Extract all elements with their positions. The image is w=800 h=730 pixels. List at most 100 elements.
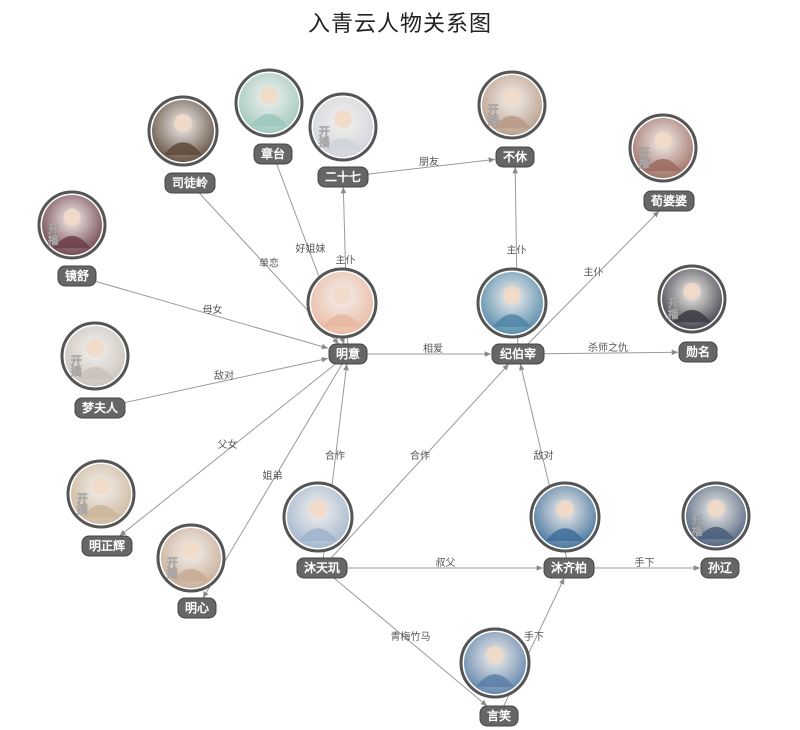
avatar-body bbox=[324, 137, 362, 151]
node-name-pill[interactable] bbox=[543, 557, 595, 579]
node-name-pill[interactable] bbox=[678, 341, 718, 363]
node-mingyi[interactable]: 明意 bbox=[306, 267, 378, 365]
node-name-pill[interactable] bbox=[700, 557, 740, 579]
edge-label: 青梅竹马 bbox=[391, 630, 431, 643]
avatar-badge-text: 开播 bbox=[75, 492, 88, 515]
node-name: 镜舒 bbox=[65, 268, 89, 283]
avatar-face bbox=[683, 282, 701, 300]
avatar-body bbox=[492, 314, 532, 327]
edge-label: 姐弟 bbox=[263, 469, 283, 482]
avatar-face bbox=[174, 114, 192, 132]
node-name-pill[interactable] bbox=[57, 265, 97, 287]
avatar-badge-text: 开播 bbox=[666, 297, 679, 320]
node-name: 司徒岭 bbox=[172, 175, 208, 190]
avatar-face bbox=[334, 110, 352, 128]
node-name-pill[interactable] bbox=[74, 397, 126, 419]
avatar-body bbox=[644, 158, 682, 172]
edge-mutianji-jiboxin bbox=[330, 363, 510, 559]
edge-label: 主仆 bbox=[336, 255, 356, 267]
avatar-badge-text: 开播 bbox=[317, 125, 330, 148]
avatar-face bbox=[86, 339, 104, 357]
node-name: 明意 bbox=[336, 346, 360, 361]
node-name: 梦夫人 bbox=[82, 400, 119, 415]
avatar-face bbox=[333, 286, 351, 304]
avatar-body bbox=[53, 235, 91, 249]
avatar-face bbox=[92, 477, 110, 495]
avatar-face bbox=[63, 208, 81, 226]
node-mutianji[interactable]: 沐天玑 bbox=[282, 481, 354, 579]
avatar-face bbox=[503, 286, 521, 304]
node-name-pill[interactable] bbox=[177, 597, 217, 619]
edge-jingshu-mingyi bbox=[95, 280, 329, 350]
avatar-body bbox=[250, 113, 288, 127]
edge-label: 母女 bbox=[203, 303, 223, 316]
edge-label: 父女 bbox=[218, 438, 238, 451]
avatar-face bbox=[486, 646, 504, 664]
avatar-face bbox=[707, 499, 725, 517]
node-name: 不休 bbox=[503, 149, 528, 164]
node-name-pill[interactable] bbox=[643, 190, 695, 212]
edge-label: 单恋 bbox=[259, 257, 279, 270]
avatar-face bbox=[182, 541, 200, 559]
edge-label: 相爱 bbox=[423, 342, 443, 355]
edge-label: 叔父 bbox=[436, 557, 456, 569]
node-name-pill[interactable] bbox=[495, 146, 535, 168]
avatar-body bbox=[172, 568, 210, 582]
avatar-face bbox=[556, 500, 574, 518]
avatar-face bbox=[309, 500, 327, 518]
edge-label: 手下 bbox=[524, 630, 544, 643]
edge-label: 合作 bbox=[410, 449, 430, 462]
avatar-face bbox=[654, 131, 672, 149]
node-name: 言笑 bbox=[487, 708, 511, 723]
edge-label: 敌对 bbox=[534, 449, 554, 462]
node-name: 沐天玑 bbox=[304, 560, 340, 575]
node-name: 章台 bbox=[261, 146, 285, 161]
edge-label: 合作 bbox=[325, 449, 345, 462]
avatar-body bbox=[673, 309, 711, 323]
node-name-pill[interactable] bbox=[164, 172, 216, 194]
node-name-pill[interactable] bbox=[317, 166, 369, 188]
node-name-pill[interactable] bbox=[491, 343, 545, 365]
page-title: 入青云人物关系图 bbox=[307, 12, 492, 37]
node-jiboxin[interactable]: 纪伯宰 bbox=[476, 267, 548, 365]
avatar-body bbox=[475, 674, 515, 687]
node-name-pill[interactable] bbox=[296, 557, 348, 579]
node-name: 勋名 bbox=[685, 344, 710, 359]
node-name-pill[interactable] bbox=[253, 143, 293, 165]
avatar-body bbox=[82, 504, 120, 518]
edge-mingyi-mingxin bbox=[202, 363, 343, 599]
edge-label: 朋友 bbox=[419, 155, 439, 168]
avatar-badge-text: 开播 bbox=[46, 223, 59, 246]
node-name: 明正辉 bbox=[89, 539, 125, 553]
node-name-pill[interactable] bbox=[328, 343, 368, 365]
avatar-badge-text: 开播 bbox=[486, 103, 499, 126]
nodes-layer: 明意纪伯宰司徒岭章台开播二十七开播不休开播荀婆婆开播镜舒开播勋名开播梦夫人开播明… bbox=[37, 68, 751, 727]
node-name: 明心 bbox=[185, 601, 209, 615]
node-muqibai[interactable]: 沐齐柏 bbox=[529, 481, 601, 579]
avatar-body bbox=[545, 528, 585, 541]
node-name-pill[interactable] bbox=[479, 705, 519, 727]
node-zhangtai[interactable]: 章台 bbox=[234, 68, 304, 165]
node-name-pill[interactable] bbox=[81, 535, 133, 557]
node-yanxiao[interactable]: 言笑 bbox=[459, 627, 531, 727]
avatar-body bbox=[322, 314, 362, 327]
avatar-body bbox=[493, 115, 531, 129]
node-situling[interactable]: 司徒岭 bbox=[147, 95, 219, 194]
avatar-face bbox=[503, 88, 521, 106]
avatar-badge-text: 开播 bbox=[165, 556, 178, 579]
avatar-badge-text: 开播 bbox=[690, 514, 703, 537]
edge-label: 主仆 bbox=[507, 245, 527, 257]
node-name: 沐齐柏 bbox=[551, 560, 587, 575]
avatar-body bbox=[163, 142, 203, 155]
edge-label: 主仆 bbox=[584, 267, 604, 279]
